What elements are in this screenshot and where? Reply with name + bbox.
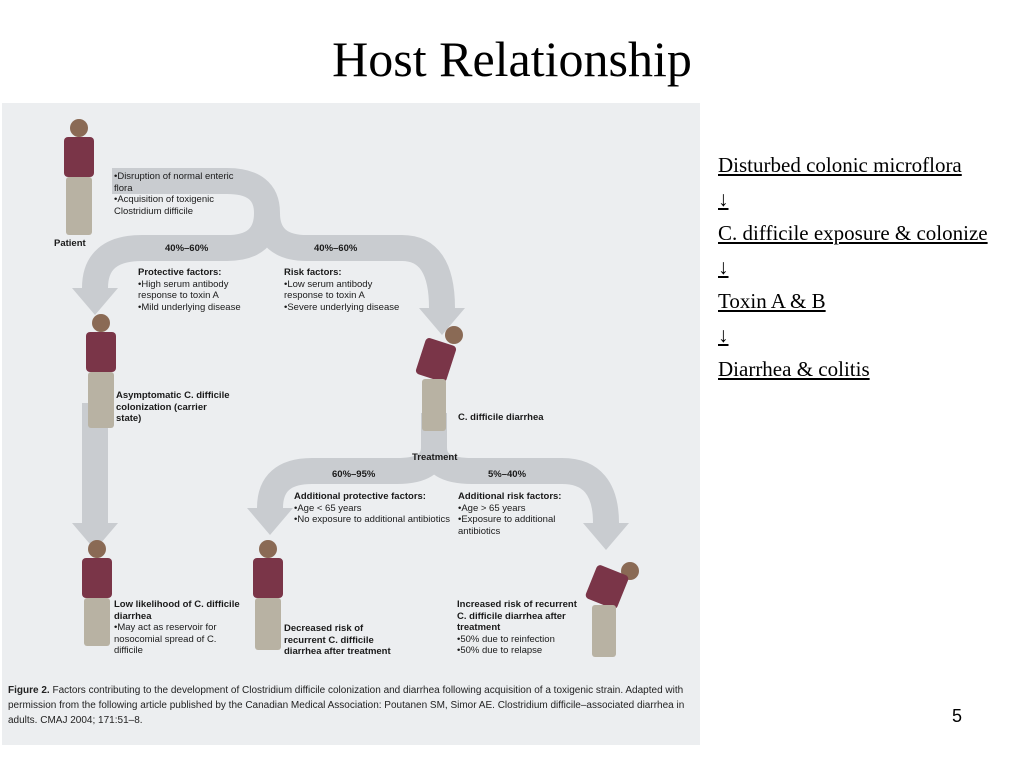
right-percent-2: 5%–40% — [488, 469, 527, 480]
diarrhea-label: C. difficile diarrhea — [458, 412, 544, 423]
step-3: Toxin A & B — [718, 289, 826, 313]
additional-protective-factors: Additional protective factors: Age < 65 … — [294, 491, 459, 526]
caption-text: Factors contributing to the development … — [8, 685, 685, 726]
page-number: 5 — [951, 706, 962, 726]
risk-bullet-2: Severe underlying disease — [284, 302, 414, 314]
right-percent: 40%–60% — [314, 243, 358, 254]
low-likelihood-text: Low likelihood of C. difficile diarrhea … — [114, 599, 240, 657]
step-2: C. difficile exposure & colonize — [718, 221, 988, 245]
carrier-figure — [86, 314, 116, 428]
risk-factors: Risk factors: Low serum antibody respons… — [284, 267, 414, 313]
patient-label: Patient — [54, 238, 86, 249]
figure-caption: Figure 2. Factors contributing to the de… — [8, 683, 694, 728]
decreased-risk-label: Decreased risk of recurrent C. difficile… — [284, 623, 391, 657]
add-protective-bullet-1: Age < 65 years — [294, 503, 459, 515]
arrowhead-decreased — [247, 508, 293, 535]
add-protective-heading: Additional protective factors: — [294, 491, 426, 502]
add-risk-bullet-1: Age > 65 years — [458, 503, 583, 515]
left-percent: 40%–60% — [165, 243, 209, 254]
step-4: Diarrhea & colitis — [718, 357, 870, 381]
patient-bullets: Disruption of normal enteric flora Acqui… — [114, 171, 244, 217]
increased-heading: Increased risk of recurrent C. difficile… — [457, 599, 577, 633]
patient-bullet-2: Acquisition of toxigenic Clostridium dif… — [114, 194, 244, 217]
additional-risk-factors: Additional risk factors: Age > 65 years … — [458, 491, 583, 537]
arrowhead-increased — [583, 523, 629, 550]
step-arrow-1: ↓ — [718, 187, 729, 211]
arrowhead-protective — [72, 288, 118, 315]
low-likelihood-bullet-1: May act as reservoir for nosocomial spre… — [114, 622, 240, 657]
protective-bullet-1: High serum antibody response to toxin A — [138, 279, 264, 302]
decreased-risk-figure — [253, 540, 283, 650]
increased-risk-text: Increased risk of recurrent C. difficile… — [457, 599, 587, 657]
arrow-treatment-right — [421, 446, 619, 524]
sick-figure — [415, 326, 463, 431]
step-arrow-3: ↓ — [718, 323, 729, 347]
step-1: Disturbed colonic microflora — [718, 153, 962, 177]
slide-title: Host Relationship — [332, 31, 692, 87]
patient-figure — [64, 119, 94, 235]
protective-bullet-2: Mild underlying disease — [138, 302, 264, 314]
step-arrow-2: ↓ — [718, 255, 729, 279]
increased-risk-figure — [585, 562, 639, 657]
add-protective-bullet-2: No exposure to additional antibiotics — [294, 514, 459, 526]
pathogenesis-steps: Disturbed colonic microflora ↓ C. diffic… — [718, 148, 998, 386]
risk-heading: Risk factors: — [284, 267, 342, 278]
increased-bullet-1: 50% due to reinfection — [457, 634, 587, 646]
treatment-label: Treatment — [412, 452, 458, 463]
low-likelihood-heading: Low likelihood of C. difficile diarrhea — [114, 599, 240, 622]
add-risk-heading: Additional risk factors: — [458, 491, 562, 502]
protective-heading: Protective factors: — [138, 267, 222, 278]
risk-bullet-1: Low serum antibody response to toxin A — [284, 279, 414, 302]
caption-label: Figure 2. — [8, 685, 50, 696]
flow-arrows — [64, 119, 639, 657]
flow-diagram-figure: Disruption of normal enteric flora Acqui… — [2, 103, 700, 745]
asymptomatic-label: Asymptomatic C. difficile colonization (… — [116, 390, 230, 424]
add-risk-bullet-2: Exposure to additional antibiotics — [458, 514, 583, 537]
arrow-to-risk — [254, 212, 455, 309]
arrow-patient-split — [82, 168, 280, 289]
arrowhead-risk — [419, 308, 465, 335]
left-percent-2: 60%–95% — [332, 469, 376, 480]
increased-bullet-2: 50% due to relapse — [457, 645, 587, 657]
arrowhead-carrier — [72, 523, 118, 550]
protective-factors: Protective factors: High serum antibody … — [138, 267, 264, 313]
patient-bullet-1: Disruption of normal enteric flora — [114, 171, 244, 194]
low-likelihood-figure — [82, 540, 112, 646]
